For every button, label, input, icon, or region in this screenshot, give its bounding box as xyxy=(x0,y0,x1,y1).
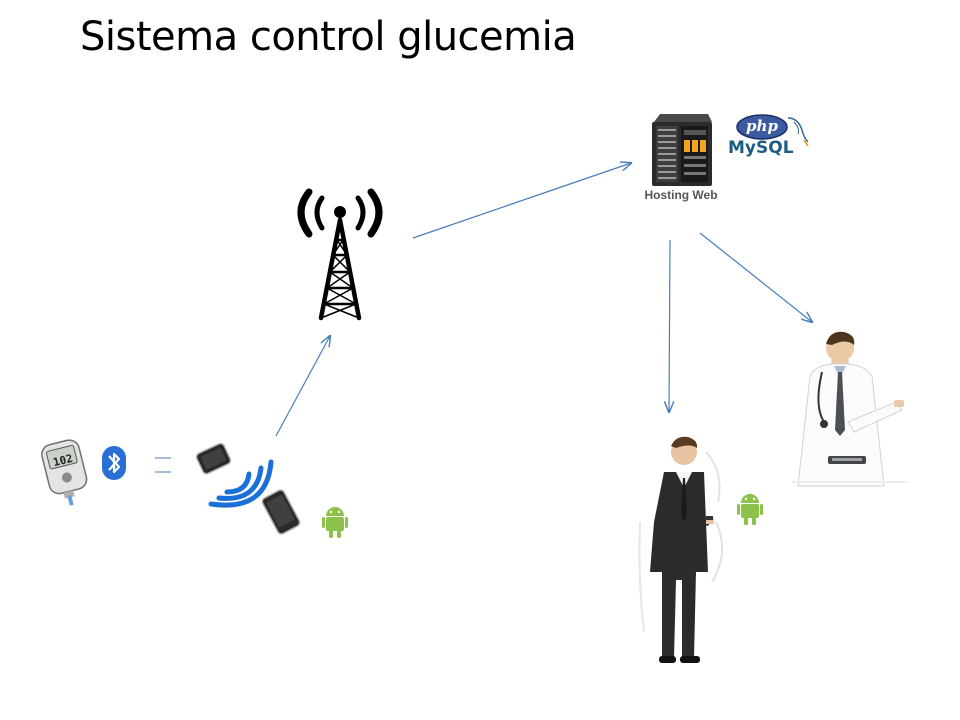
slide-title: Sistema control glucemia xyxy=(80,14,577,60)
businessman-icon xyxy=(638,436,724,663)
php-logo-text: php xyxy=(746,117,778,135)
mysql-logo-text: MySQL xyxy=(728,138,794,158)
arrow-antenna-to-server xyxy=(412,163,631,239)
doctor-icon xyxy=(792,331,907,487)
radio-tower-icon xyxy=(297,188,383,321)
android-icon xyxy=(322,507,348,538)
android-icon-user xyxy=(737,494,763,525)
smartphone-icon-secondary xyxy=(261,489,301,535)
arrow-phone-to-antenna xyxy=(275,336,330,437)
php-mysql-logo xyxy=(736,114,809,147)
smartphone-icon xyxy=(195,442,232,475)
server-icon xyxy=(652,114,712,186)
glucometer-icon xyxy=(41,439,88,506)
arrow-server-to-user xyxy=(669,239,670,412)
hosting-web-label: Hosting Web xyxy=(644,188,718,202)
arrow-server-to-doctor xyxy=(699,232,812,322)
bluetooth-icon xyxy=(102,446,126,480)
wireless-signal-icon xyxy=(208,459,274,508)
